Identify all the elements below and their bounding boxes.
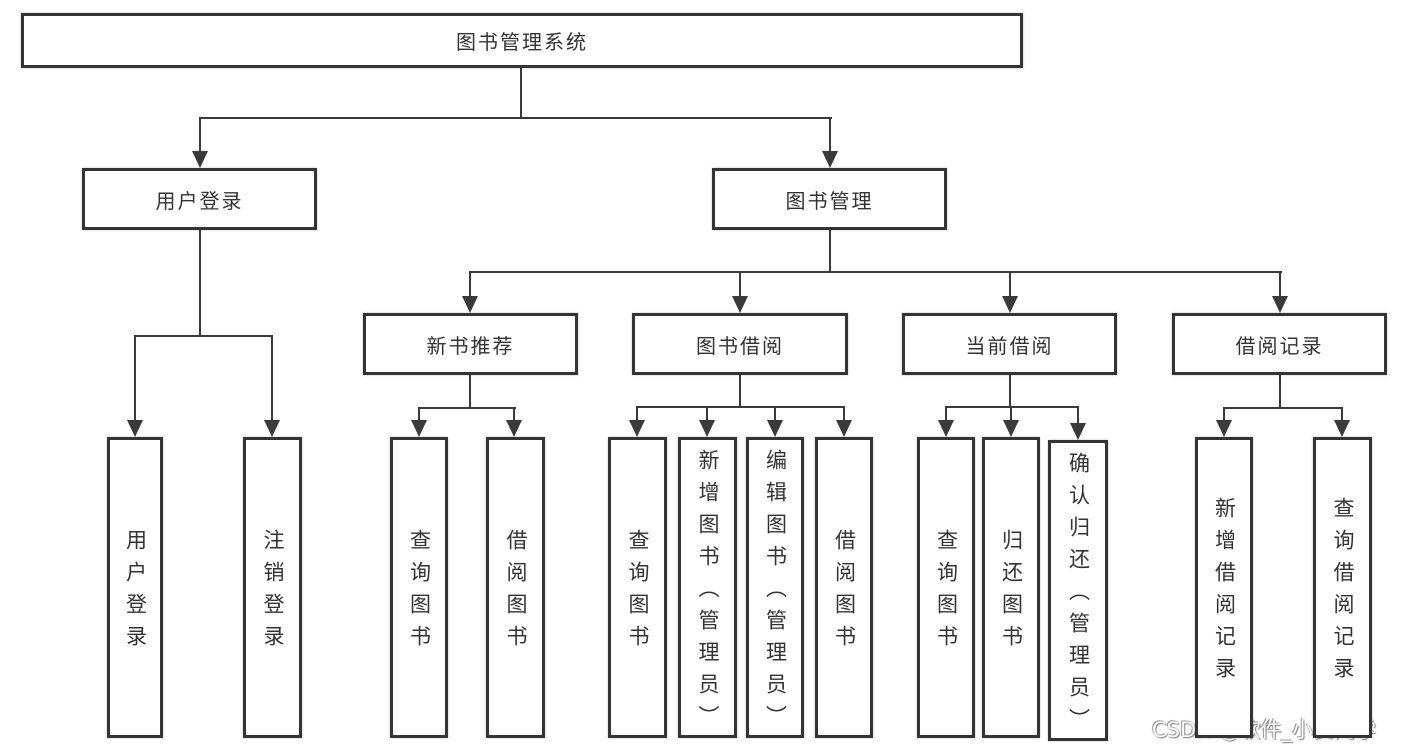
- node-leaf-cb-query: 查询图书: [917, 437, 975, 738]
- node-label: 新书推荐: [426, 333, 515, 358]
- node-leaf-cb-confirm: 确认归还（管理员）: [1048, 440, 1108, 741]
- node-label: 查询图书: [626, 529, 650, 657]
- node-user-login: 用户登录: [82, 168, 317, 230]
- node-leaf-bb-edit: 编辑图书（管理员）: [746, 437, 804, 738]
- connector-line: [1009, 271, 1011, 297]
- arrowhead-down-icon: [1002, 296, 1018, 313]
- connector-line: [739, 375, 741, 407]
- arrowhead-down-icon: [1070, 423, 1086, 440]
- connector-line: [199, 230, 201, 336]
- connector-line: [739, 271, 741, 297]
- node-leaf-nb-borrow: 借阅图书: [486, 437, 545, 738]
- connector-line: [199, 117, 201, 151]
- arrowhead-down-icon: [629, 420, 645, 437]
- arrowhead-down-icon: [1334, 420, 1350, 437]
- node-label: 借阅图书: [504, 529, 528, 657]
- connector-line: [706, 406, 708, 421]
- connector-line: [1279, 375, 1281, 408]
- node-leaf-user-login: 用户登录: [107, 437, 163, 738]
- node-label: 图书管理: [785, 188, 874, 213]
- node-leaf-br-query: 查询借阅记录: [1313, 437, 1372, 738]
- connector-line: [469, 271, 471, 297]
- node-label: 新增图书（管理员）: [696, 449, 720, 737]
- node-label: 查询图书: [407, 529, 432, 657]
- node-system: 图书管理系统: [21, 13, 1023, 68]
- node-leaf-cb-return: 归还图书: [982, 437, 1040, 738]
- arrowhead-down-icon: [767, 420, 783, 437]
- node-leaf-bb-add: 新增图书（管理员）: [678, 437, 737, 738]
- connector-line: [1223, 407, 1225, 421]
- node-leaf-br-add: 新增借阅记录: [1195, 437, 1253, 738]
- connector-line: [1077, 406, 1079, 423]
- node-new-book: 新书推荐: [363, 313, 578, 375]
- connector-line: [418, 407, 420, 421]
- connector-line: [1009, 375, 1011, 407]
- node-leaf-bb-borrow: 借阅图书: [815, 437, 873, 738]
- arrowhead-down-icon: [732, 296, 748, 313]
- arrowhead-down-icon: [192, 151, 208, 168]
- arrowhead-down-icon: [822, 151, 838, 168]
- connector-line: [134, 335, 273, 337]
- node-label: 归还图书: [999, 529, 1024, 657]
- arrowhead-down-icon: [411, 420, 427, 437]
- connector-line: [636, 406, 845, 408]
- arrowhead-down-icon: [462, 296, 478, 313]
- node-label: 用户登录: [123, 529, 148, 657]
- connector-line: [520, 68, 522, 118]
- node-label: 查询借阅记录: [1331, 497, 1355, 689]
- node-label: 借阅图书: [832, 529, 857, 657]
- connector-line: [774, 406, 776, 421]
- connector-line: [1010, 406, 1012, 421]
- node-book-borrow: 图书借阅: [632, 313, 848, 375]
- node-label: 用户登录: [155, 188, 244, 213]
- node-book-mgmt: 图书管理: [712, 168, 947, 230]
- arrowhead-down-icon: [127, 420, 143, 437]
- connector-line: [945, 406, 1079, 408]
- connector-line: [829, 230, 831, 272]
- node-label: 当前借阅: [965, 333, 1054, 358]
- node-leaf-logout: 注销登录: [243, 437, 302, 738]
- connector-line: [829, 117, 831, 151]
- connector-line: [1279, 271, 1281, 297]
- node-label: 图书借阅: [696, 333, 784, 358]
- connector-line: [1223, 407, 1343, 409]
- arrowhead-down-icon: [1003, 420, 1019, 437]
- connector-line: [513, 407, 515, 421]
- node-leaf-bb-query: 查询图书: [608, 437, 667, 738]
- connector-line: [271, 335, 273, 421]
- connector-line: [199, 117, 832, 119]
- connector-line: [1341, 407, 1343, 421]
- arrowhead-down-icon: [264, 420, 280, 437]
- node-label: 注销登录: [261, 529, 285, 657]
- node-label: 编辑图书（管理员）: [763, 449, 788, 737]
- arrowhead-down-icon: [836, 420, 852, 437]
- connector-line: [469, 375, 471, 408]
- node-label: 查询图书: [934, 529, 959, 657]
- node-current-borrow: 当前借阅: [902, 313, 1117, 375]
- node-leaf-nb-query: 查询图书: [390, 437, 448, 738]
- arrowhead-down-icon: [506, 420, 522, 437]
- connector-line: [636, 406, 638, 421]
- connector-line: [843, 406, 845, 421]
- connector-line: [945, 406, 947, 421]
- connector-line: [134, 335, 136, 421]
- arrowhead-down-icon: [699, 420, 715, 437]
- arrowhead-down-icon: [1272, 296, 1288, 313]
- node-label: 借阅记录: [1235, 333, 1324, 358]
- arrowhead-down-icon: [938, 420, 954, 437]
- node-label: 确认归还（管理员）: [1066, 452, 1091, 740]
- arrowhead-down-icon: [1216, 420, 1232, 437]
- node-label: 新增借阅记录: [1212, 497, 1237, 689]
- node-borrow-record: 借阅记录: [1172, 313, 1387, 375]
- connector-line: [418, 407, 516, 409]
- node-label: 图书管理系统: [456, 30, 588, 54]
- connector-line: [469, 271, 1282, 273]
